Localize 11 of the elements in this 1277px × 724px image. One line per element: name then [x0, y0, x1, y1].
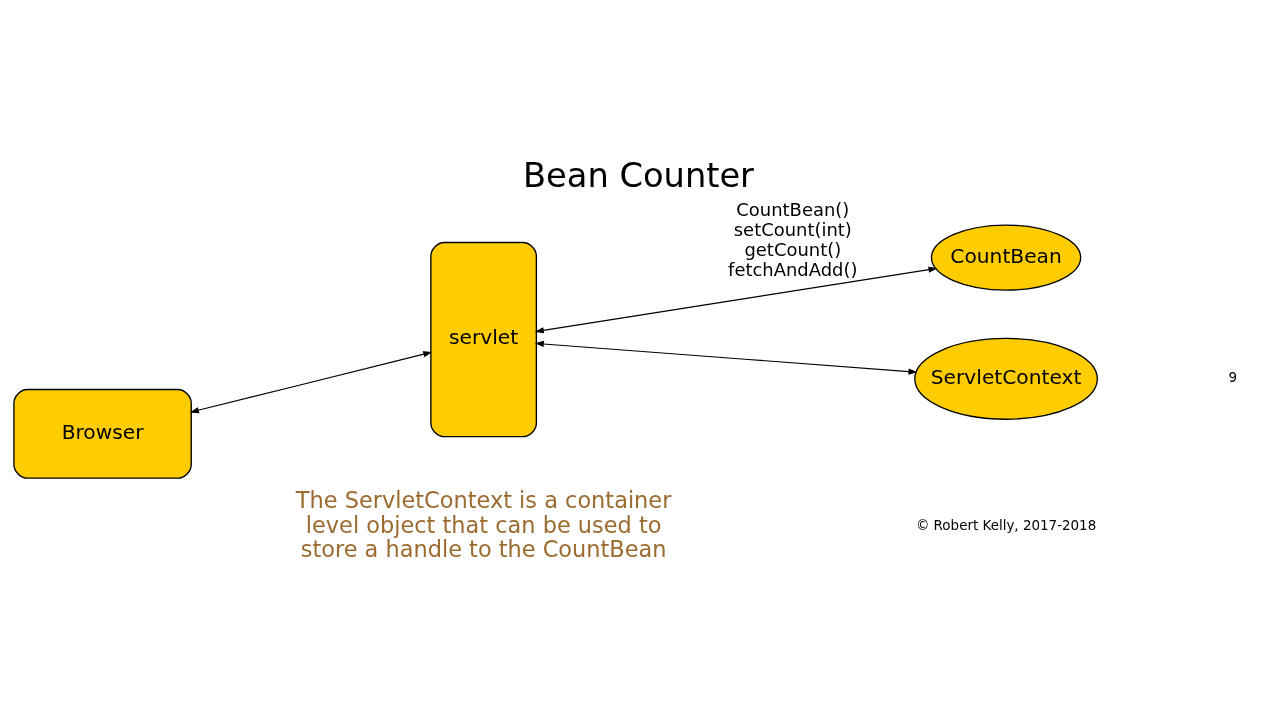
edge-label: CountBean() setCount(int) getCount() fetchAndAdd() — [728, 198, 858, 281]
node-box: servlet — [430, 241, 538, 438]
label: 9 — [1228, 370, 1238, 386]
node-ellipse: ServletContext — [914, 337, 1098, 420]
label: © Robert Kelly, 2017-2018 — [915, 518, 1097, 534]
arrow — [534, 266, 938, 334]
diagram-title: Bean Counter — [523, 155, 754, 195]
arrow — [534, 340, 918, 375]
arrow — [189, 351, 433, 414]
label: The ServletContext is a container level object that can be used to store a handle to the CountBean — [295, 486, 672, 563]
node-box: Browser — [13, 388, 192, 479]
